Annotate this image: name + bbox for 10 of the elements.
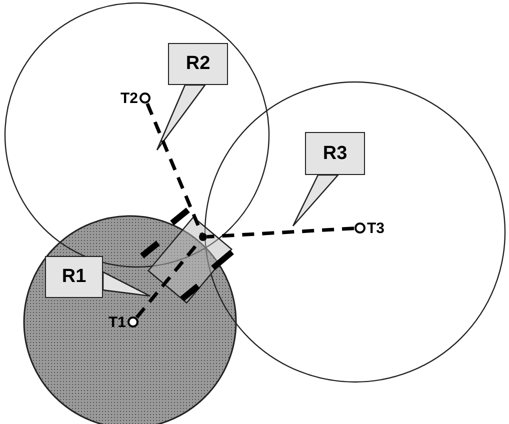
callout-box: R2 xyxy=(168,43,228,85)
transmitter-label: T3 xyxy=(367,220,385,236)
range-line xyxy=(206,226,354,239)
transmitter-label: T2 xyxy=(120,90,138,106)
transmitter-label: T1 xyxy=(108,314,126,330)
estimated-position-dot xyxy=(199,233,207,241)
range-line xyxy=(135,238,202,318)
range-line xyxy=(146,102,204,234)
callout-box: R3 xyxy=(305,132,365,175)
callout-box: R1 xyxy=(45,256,103,298)
